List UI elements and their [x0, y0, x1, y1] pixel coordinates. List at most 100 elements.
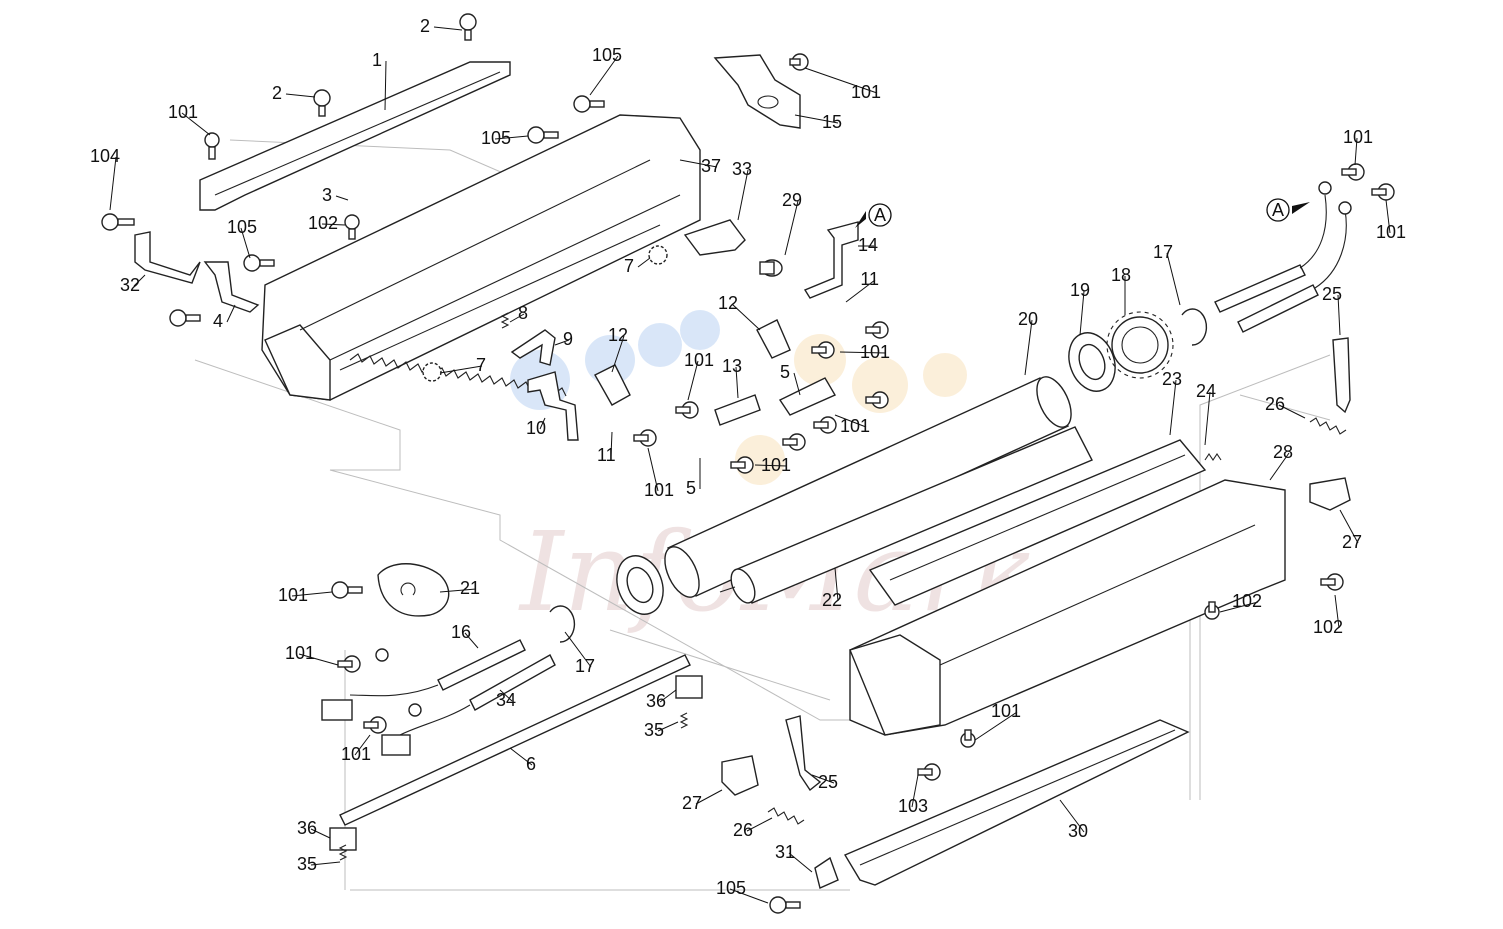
leader-line: [679, 159, 718, 168]
upper-guide-plate-1: [199, 61, 511, 211]
reference-marker-arrow: [855, 211, 866, 228]
leader-line: [1024, 319, 1033, 376]
bracket-32: [134, 231, 201, 284]
leader-line: [746, 817, 773, 832]
leader-line: [1059, 799, 1085, 833]
plate-9: [510, 329, 556, 366]
callout-label-26: 26: [1265, 394, 1285, 414]
hot-roller-20: [664, 376, 1072, 598]
gear-7-lower: [422, 362, 442, 382]
leader-line: [1204, 391, 1211, 446]
leader-line: [240, 227, 251, 259]
callout-label-10: 10: [526, 418, 546, 438]
pressure-roller-22: [719, 426, 1093, 604]
callout-label-104: 104: [90, 146, 120, 166]
leader-line: [637, 257, 651, 268]
stopper-27-right: [1309, 477, 1351, 511]
leader-line: [610, 431, 613, 457]
entrance-guide-assembly-37: [261, 114, 701, 401]
callout-label-102: 102: [1232, 591, 1262, 611]
callout-label-101: 101: [684, 350, 714, 370]
spring-26-left: [767, 807, 805, 825]
callout-label-23: 23: [1162, 369, 1182, 389]
callout-label-6: 6: [526, 754, 536, 774]
leader-line: [687, 360, 699, 401]
callout-label-34: 34: [496, 690, 516, 710]
spring-26-right: [1309, 417, 1347, 435]
callout-label-2: 2: [272, 83, 282, 103]
leader-line: [754, 464, 788, 467]
reference-marker-arrow: [1292, 202, 1310, 214]
spring-35-top: [679, 712, 689, 729]
callout-label-30: 30: [1068, 821, 1088, 841]
callout-label-3: 3: [322, 185, 332, 205]
callout-label-35: 35: [644, 720, 664, 740]
callout-label-101: 101: [761, 455, 791, 475]
callout-label-14: 14: [858, 235, 878, 255]
leader-line: [737, 169, 749, 221]
lamp-holder-21: [377, 563, 450, 617]
reference-marker: A: [855, 203, 892, 228]
callout-label-20: 20: [1018, 309, 1038, 329]
leader-line: [657, 721, 679, 732]
callout-label-4: 4: [213, 311, 223, 331]
leader-line: [735, 366, 739, 399]
thermistor-cables-right: [1214, 181, 1352, 333]
callout-label-37: 37: [701, 156, 721, 176]
callout-label-102: 102: [308, 213, 338, 233]
leader-line: [133, 274, 146, 287]
leader-line: [729, 888, 769, 904]
callout-label-5: 5: [780, 362, 790, 382]
callout-label-105: 105: [716, 878, 746, 898]
leader-line: [335, 195, 349, 201]
gear-18: [1106, 311, 1174, 379]
callout-label-27: 27: [1342, 532, 1362, 552]
callout-label-101: 101: [1343, 127, 1373, 147]
callout-label-24: 24: [1196, 381, 1216, 401]
leader-line: [1219, 601, 1259, 613]
holder-12-right: [756, 319, 791, 359]
leader-line: [1337, 294, 1341, 336]
callout-label-101: 101: [278, 585, 308, 605]
leader-line: [384, 60, 387, 111]
leader-line: [464, 632, 479, 649]
leader-line: [1079, 290, 1085, 336]
leader-line: [845, 279, 876, 303]
callout-label-29: 29: [782, 190, 802, 210]
holder-5: [778, 377, 837, 416]
leader-line: [1166, 252, 1181, 306]
bracket-4: [203, 261, 260, 313]
callout-label-101: 101: [851, 82, 881, 102]
callout-label-26: 26: [733, 820, 753, 840]
bushing-36-top: [675, 675, 703, 699]
callout-label-101: 101: [644, 480, 674, 500]
gear-7-upper: [648, 245, 668, 265]
callout-label-19: 19: [1070, 280, 1090, 300]
leader-line: [291, 591, 333, 597]
leader-line: [509, 747, 533, 766]
leader-line: [1169, 379, 1177, 436]
callout-labels: 1223455677891011111212131415161717181920…: [90, 16, 1406, 898]
leader-line: [310, 828, 331, 839]
callout-label-36: 36: [646, 691, 666, 711]
roller-29: [759, 259, 783, 277]
leader-line: [554, 339, 570, 346]
spring-24: [1204, 453, 1222, 461]
leader-line: [659, 689, 677, 703]
spring-35-bottom: [338, 844, 348, 861]
callout-label-15: 15: [822, 112, 842, 132]
callout-label-25: 25: [1322, 284, 1342, 304]
leader-line: [310, 861, 341, 866]
callout-label-16: 16: [451, 622, 471, 642]
reference-marker: A: [1266, 198, 1310, 222]
leader-line: [1334, 594, 1340, 629]
leader-line: [1278, 404, 1306, 419]
callout-label-7: 7: [624, 256, 634, 276]
spring-8: [500, 312, 510, 329]
holder-12-left: [594, 364, 631, 406]
reference-marker-label: A: [1272, 200, 1284, 220]
callout-label-11: 11: [597, 445, 616, 465]
thermistor-16: [321, 639, 556, 756]
